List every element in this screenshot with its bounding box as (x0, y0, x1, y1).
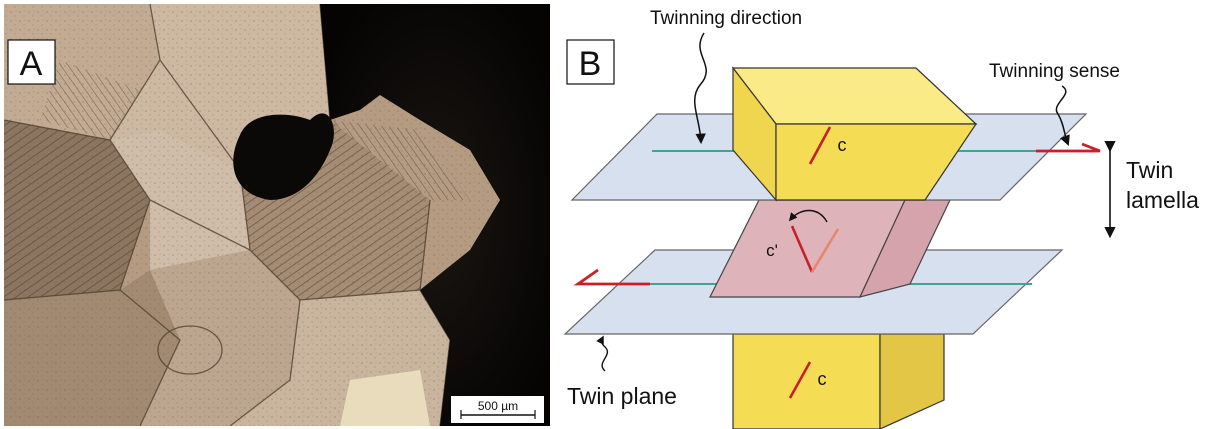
bright-grain (340, 370, 430, 426)
shear-arrow-lower (573, 268, 650, 286)
panel-a-label-box (7, 39, 56, 85)
twin-lamella-label-1: Twin (1126, 157, 1173, 183)
twinning-sense-label: Twinning sense (989, 61, 1120, 82)
twinning-direction-label: Twinning direction (650, 8, 802, 29)
micrograph-panel: 500 µm (4, 4, 550, 426)
top-crystal (731, 66, 978, 202)
panel-b-label-box (566, 39, 615, 85)
scale-bar-label: 500 µm (478, 399, 518, 413)
twin-diagram: B c c' c (563, 8, 1199, 429)
twinned-segment (709, 199, 951, 298)
twin-plane-arrow (596, 335, 609, 372)
c-axis-original (790, 225, 814, 273)
bottom-crystal (732, 333, 945, 429)
twinning-direction-arrow (693, 32, 707, 145)
panel-b-label: B (579, 45, 602, 83)
panel-a-label: A (20, 45, 43, 83)
c-axis-rotated (810, 228, 840, 273)
twinning-sense-arrow (1055, 85, 1070, 146)
rotation-arrow (788, 209, 828, 223)
c-axis-label-top: c (838, 135, 847, 155)
dark-void (233, 113, 334, 200)
c-axis-label-bottom: c (818, 369, 827, 389)
c-axis-bottom (788, 361, 812, 399)
c-prime-label: c' (766, 241, 778, 260)
shear-arrow-upper (1036, 142, 1101, 153)
c-axis-top (808, 126, 832, 165)
scale-bar-box (451, 396, 544, 423)
twin-plane-label: Twin plane (567, 383, 677, 409)
dark-extinct-region (320, 4, 550, 426)
twin-lamella-label-2: lamella (1126, 187, 1199, 213)
